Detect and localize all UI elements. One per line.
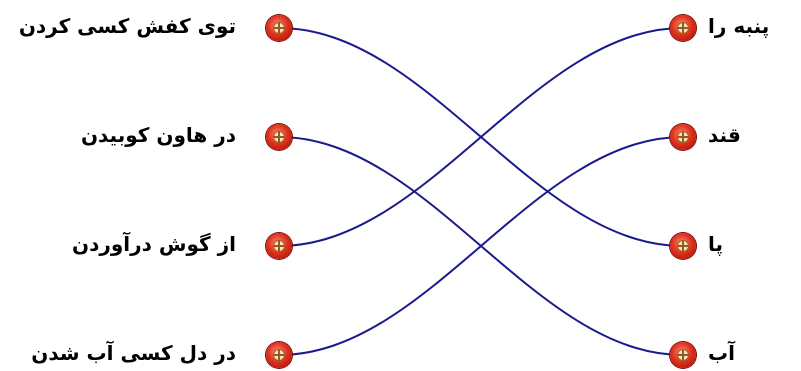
- right-item-label-3: پا: [708, 232, 724, 256]
- right-connector-knob-2[interactable]: [670, 124, 696, 150]
- right-connector-knob-3[interactable]: [670, 233, 696, 259]
- left-item-label-1: توی کفش کسی کردن: [18, 14, 236, 38]
- left-connector-knob-1[interactable]: [266, 15, 292, 41]
- right-connector-knob-1[interactable]: [670, 15, 696, 41]
- left-connector-knob-2[interactable]: [266, 124, 292, 150]
- connection-line-4: [278, 136, 684, 356]
- left-item-label-4: در دل کسی آب شدن: [31, 341, 236, 365]
- connection-line-3: [278, 27, 684, 247]
- right-item-label-1: پنبه را: [708, 14, 770, 38]
- left-item-label-3: از گوش درآوردن: [72, 232, 236, 256]
- right-connector-knob-4[interactable]: [670, 342, 696, 368]
- left-connector-knob-3[interactable]: [266, 233, 292, 259]
- left-item-label-2: در هاون کوبیدن: [80, 123, 236, 147]
- right-item-label-2: قند: [708, 123, 741, 147]
- left-connector-knob-4[interactable]: [266, 342, 292, 368]
- right-item-label-4: آب: [708, 341, 735, 365]
